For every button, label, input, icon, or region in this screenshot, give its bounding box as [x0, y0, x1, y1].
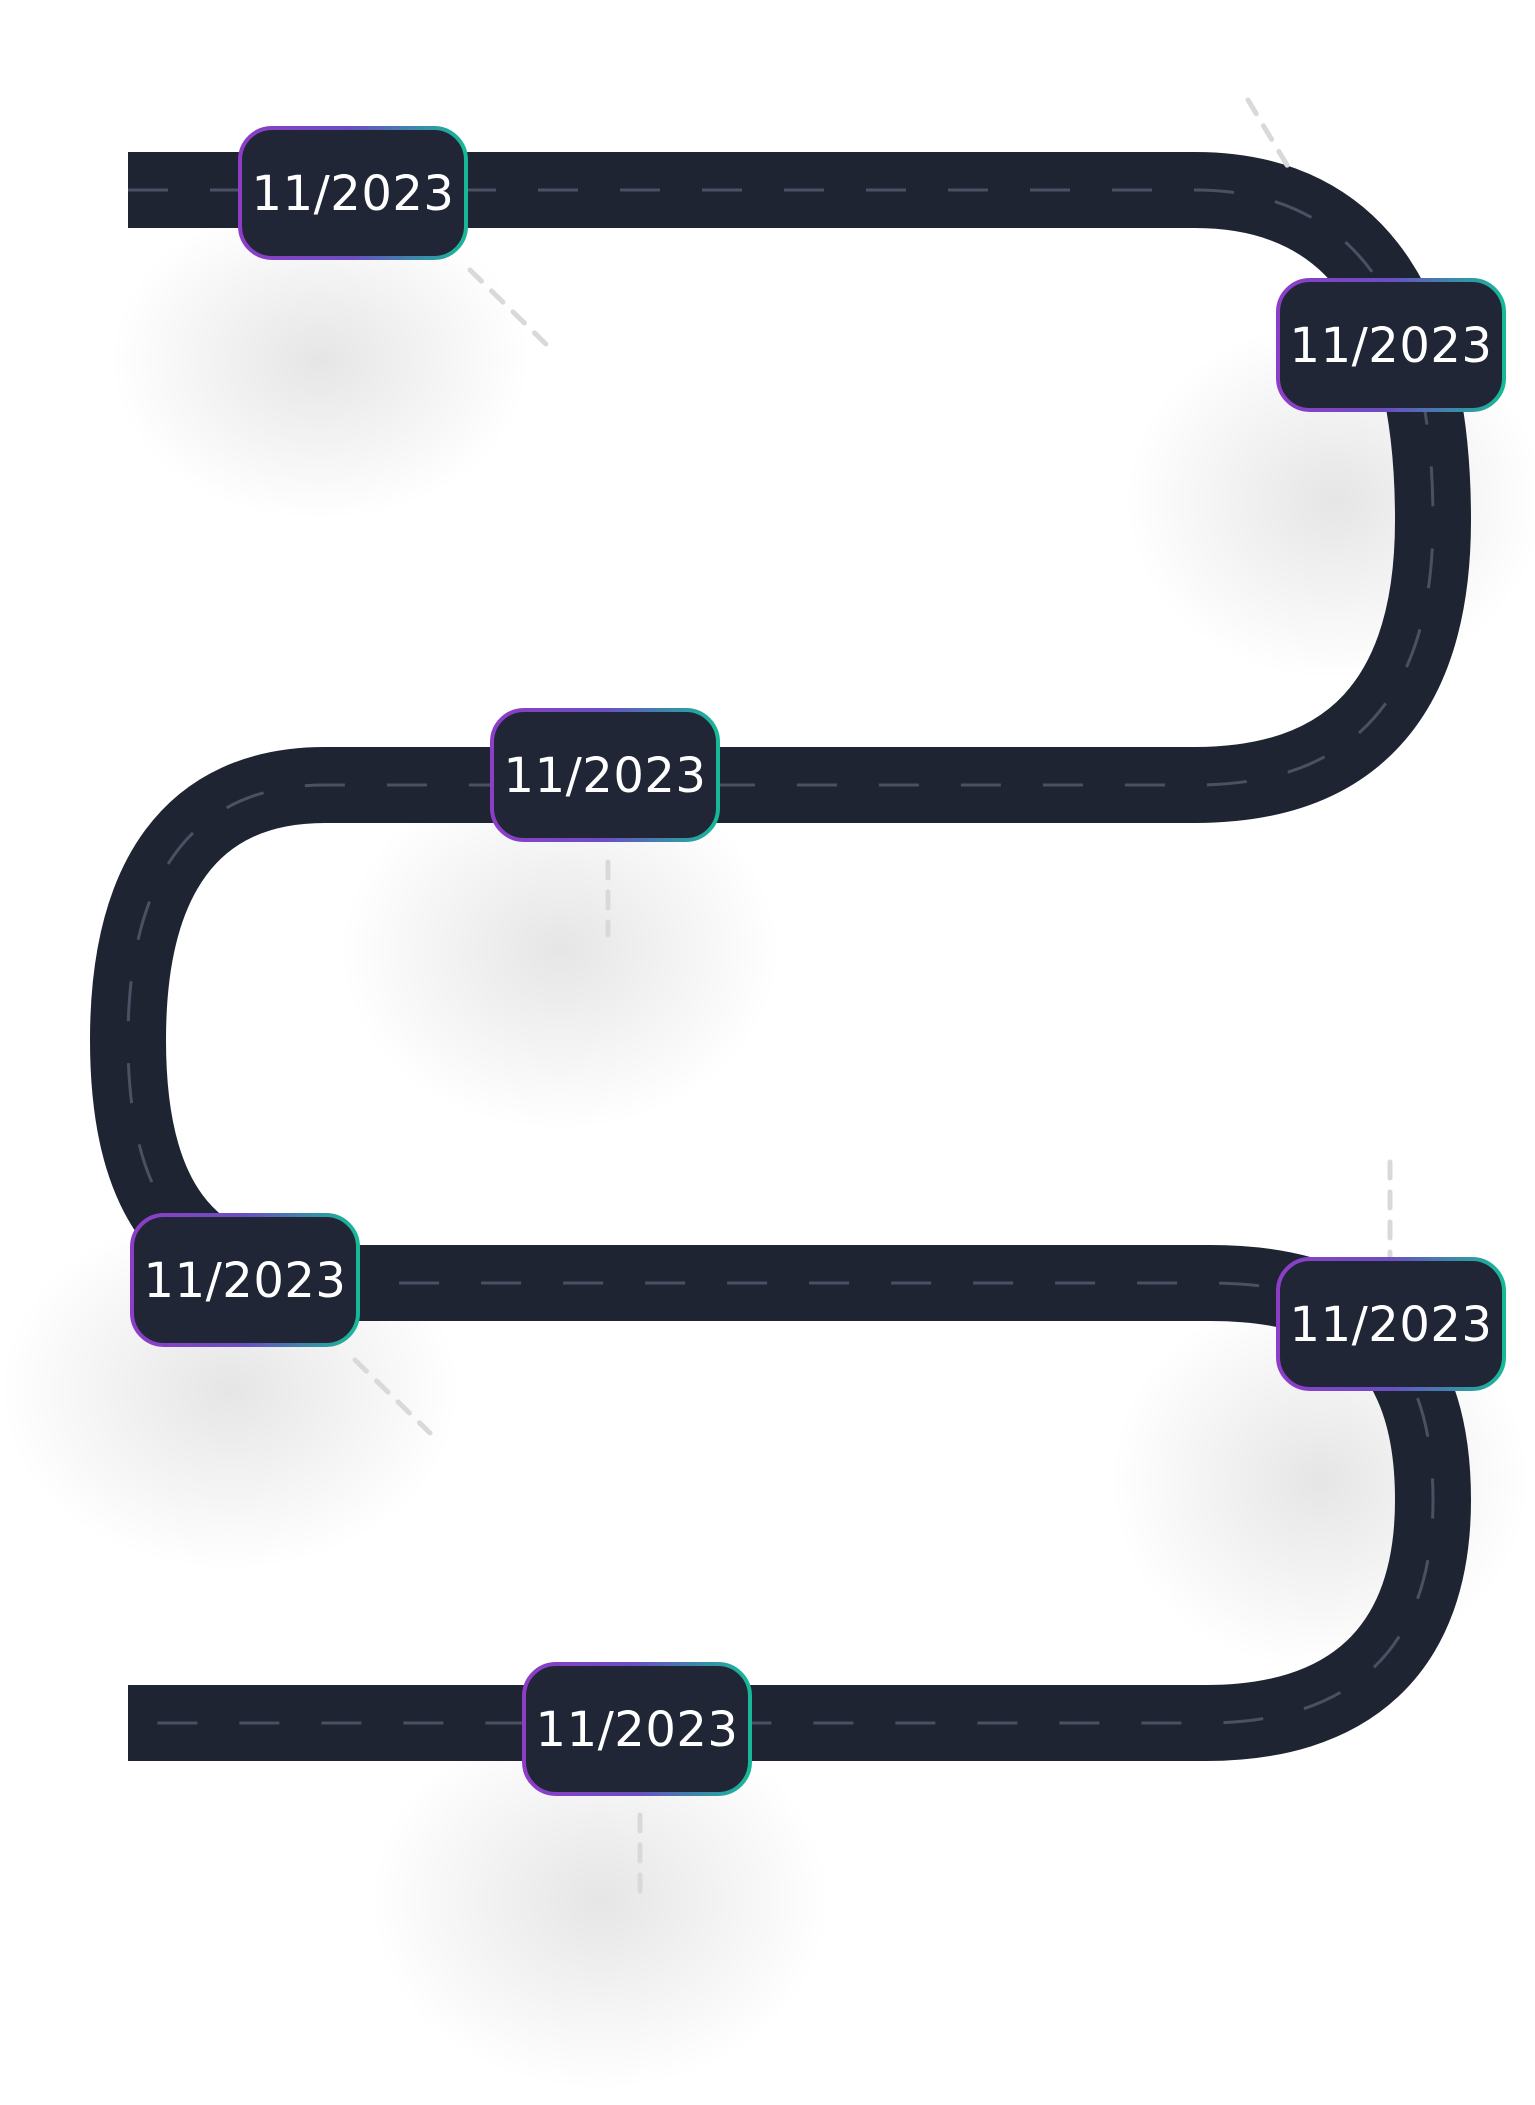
milestone-badge[interactable]: 11/2023	[130, 1213, 360, 1347]
milestone-badge[interactable]: 11/2023	[1276, 278, 1506, 412]
milestone-badge[interactable]: 11/2023	[238, 126, 468, 260]
milestone-date: 11/2023	[1290, 1297, 1493, 1353]
connector-lines	[352, 97, 1393, 1896]
milestone-date: 11/2023	[504, 748, 707, 804]
lane-marking	[126, 188, 1435, 1725]
milestone-badge[interactable]: 11/2023	[522, 1662, 752, 1796]
milestone-date: 11/2023	[536, 1702, 739, 1758]
connector-line-2	[1245, 97, 1293, 173]
milestone-date: 11/2023	[252, 166, 455, 222]
milestone-badge[interactable]: 11/2023	[490, 708, 720, 842]
connector-line-1	[467, 267, 553, 351]
milestone-date: 11/2023	[1290, 318, 1493, 374]
milestone-date: 11/2023	[144, 1253, 347, 1309]
badge-shadows	[0, 200, 1535, 2090]
milestone-badge[interactable]: 11/2023	[1276, 1257, 1506, 1391]
connector-line-4	[352, 1357, 433, 1436]
